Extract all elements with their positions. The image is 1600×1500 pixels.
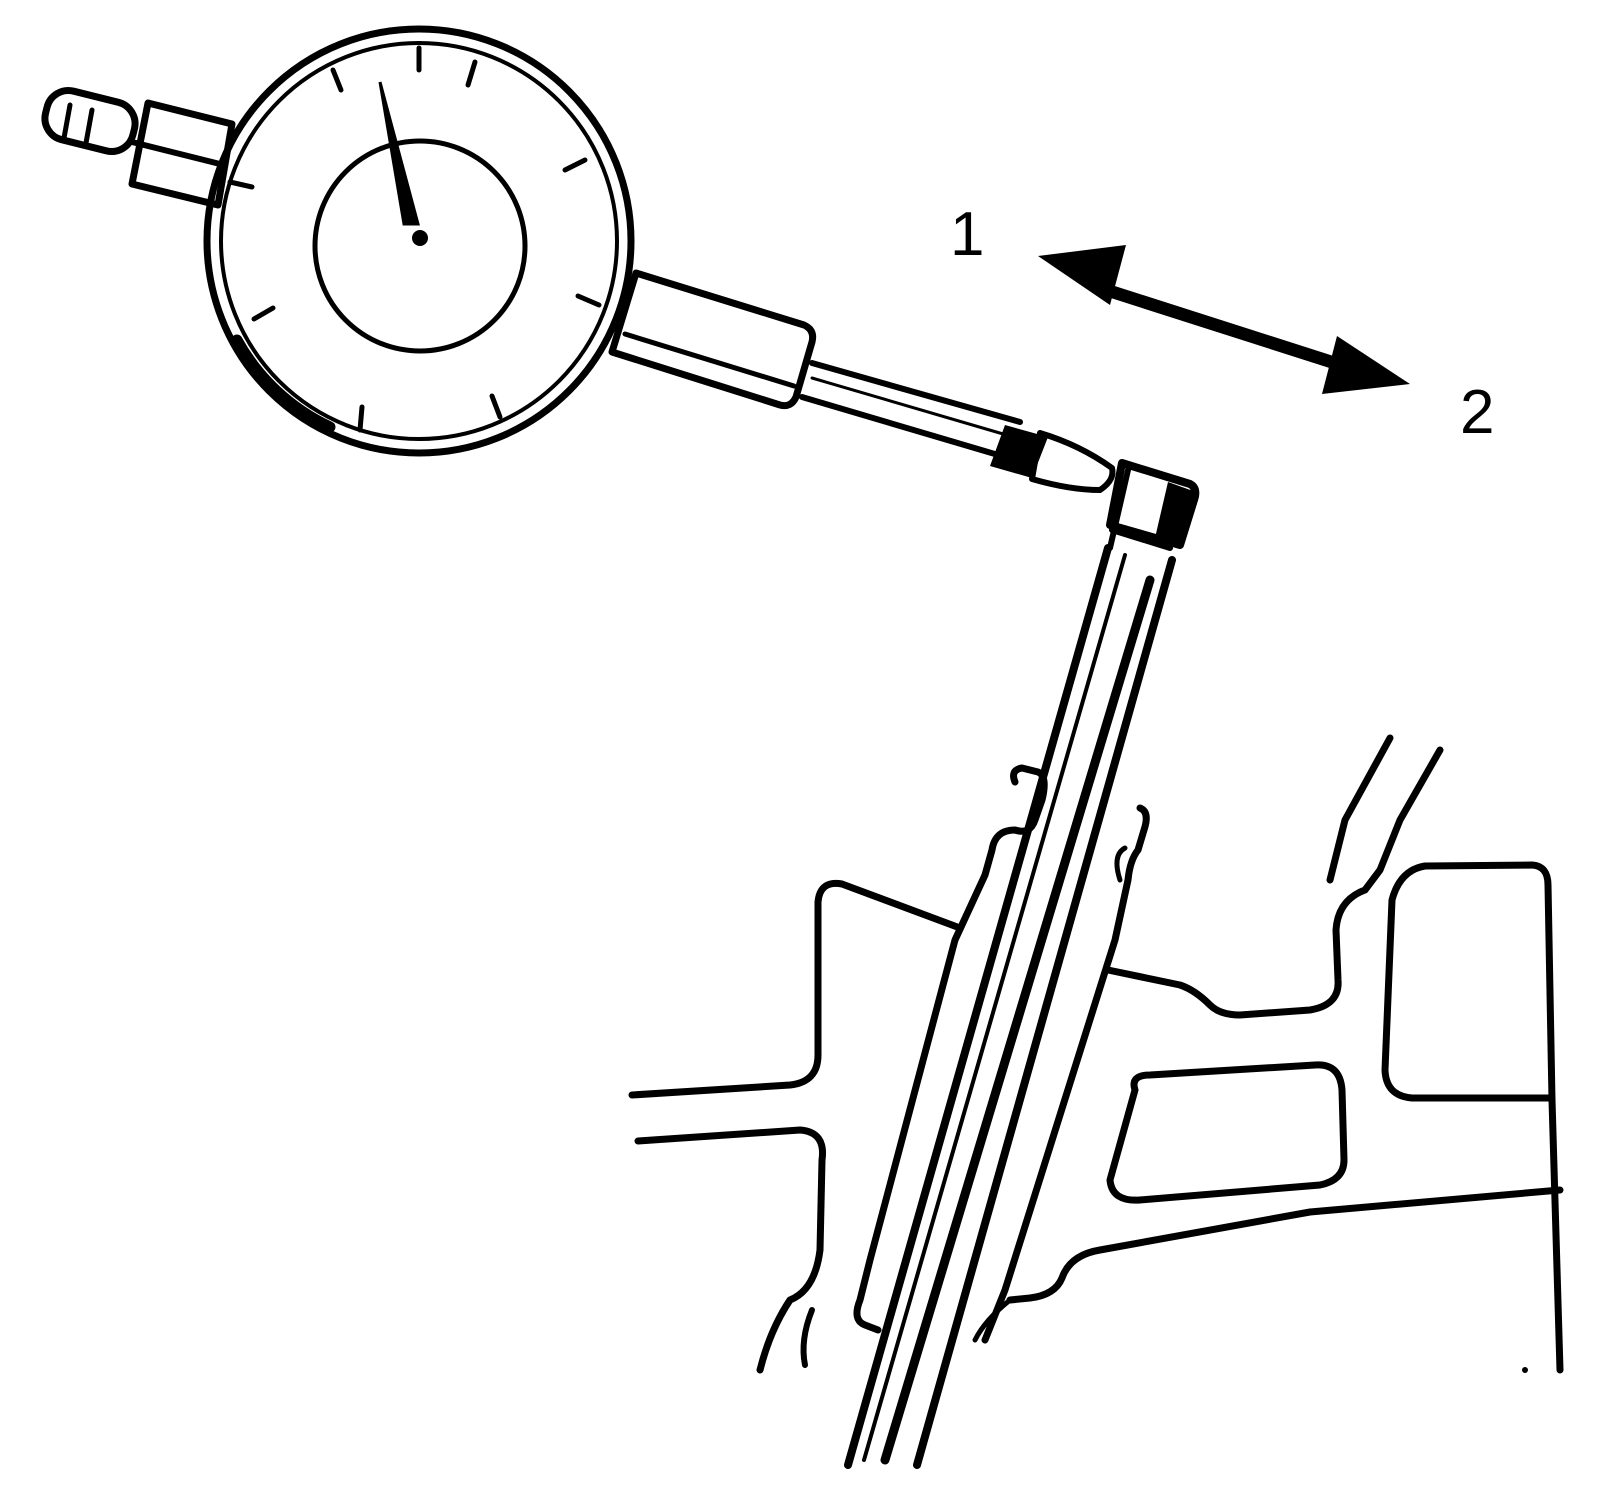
label-1: 1	[950, 200, 984, 269]
label-2: 2	[1460, 378, 1494, 447]
valve-stem	[844, 459, 1200, 1469]
dial-needle	[378, 81, 428, 246]
scale-ticks	[227, 45, 602, 433]
valve-guide	[853, 764, 1150, 1344]
dial-bezel	[203, 25, 635, 457]
cylinder-head-casting	[628, 734, 1564, 1374]
dial-indicator	[41, 25, 1116, 493]
revolution-counter	[312, 138, 528, 354]
plunger-assembly	[608, 269, 1116, 493]
dial-face	[219, 41, 619, 441]
rear-stem	[41, 87, 236, 209]
double-arrow-icon	[1038, 245, 1410, 394]
